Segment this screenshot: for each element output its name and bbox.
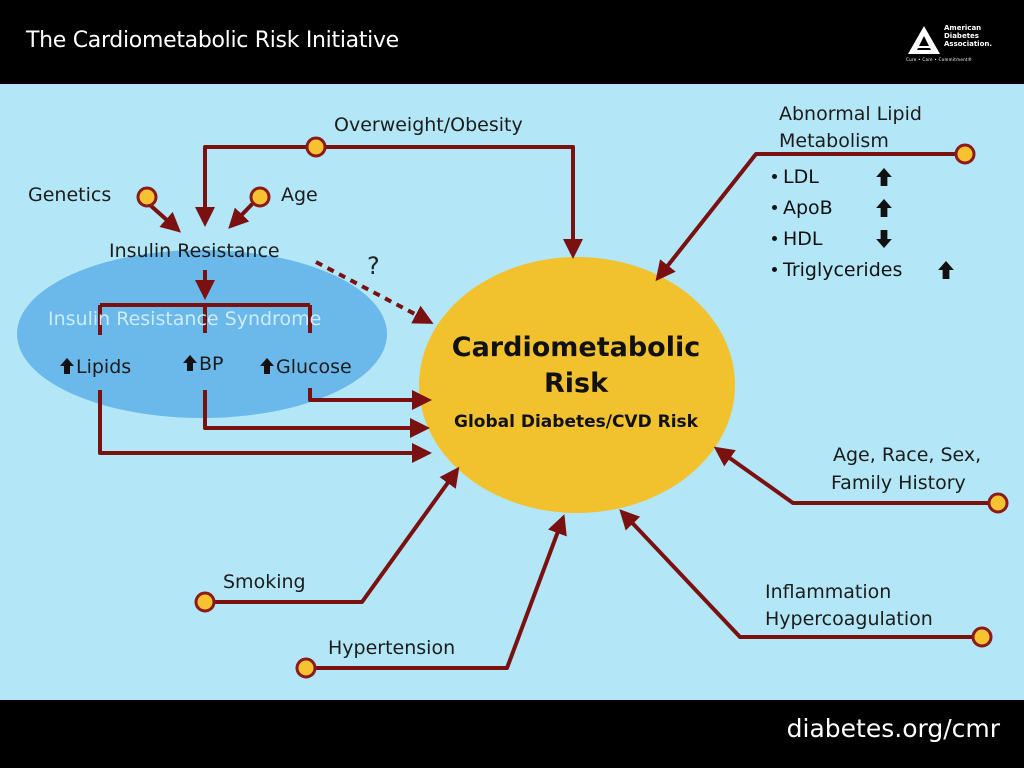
lipid-item-hdl: HDL	[772, 228, 823, 250]
center-ellipse	[419, 257, 735, 513]
logo-name: American Diabetes Association.	[944, 24, 993, 48]
label-insulin-resistance: Insulin Resistance	[109, 240, 280, 262]
connector-overweight-insulin	[195, 145, 316, 227]
connector-inflammation-risk	[619, 509, 980, 639]
connector-dashed-insulin-risk	[315, 260, 434, 324]
label-syndrome: Insulin Resistance Syndrome	[48, 308, 322, 330]
page-title: The Cardiometabolic Risk Initiative	[26, 28, 399, 53]
center-title: Cardiometabolic Risk	[451, 332, 701, 399]
up-arrow-icon	[876, 168, 892, 186]
up-arrow-icon	[938, 261, 954, 279]
connector-hypertension-risk	[306, 514, 567, 670]
label-smoking: Smoking	[223, 571, 306, 593]
up-arrow-icon	[876, 199, 892, 217]
label-overweight: Overweight/Obesity	[334, 114, 523, 136]
node-dot-overweight	[305, 136, 327, 158]
label-genetics: Genetics	[28, 184, 112, 206]
footer-bar: diabetes.org/cmr	[0, 700, 1024, 768]
node-dot-hypertension	[295, 657, 317, 679]
ada-logo: American Diabetes Association. Cure • Ca…	[906, 20, 1006, 68]
footer-url: diabetes.org/cmr	[786, 714, 1000, 743]
triangle-logo-icon	[908, 26, 940, 54]
label-demographics-1: Age, Race, Sex,	[833, 444, 982, 466]
connector-smoking-risk	[205, 466, 460, 604]
connector-glucose-risk	[308, 388, 432, 410]
lipid-item-ldl: LDL	[772, 166, 819, 188]
node-dot-smoking	[194, 591, 216, 613]
connector-bp-risk	[203, 390, 430, 438]
down-arrow-icon	[876, 230, 892, 248]
label-inflammation-2: Hypercoagulation	[765, 608, 933, 630]
syndrome-ellipse	[17, 250, 387, 418]
up-arrow-icon	[183, 355, 197, 371]
logo-tagline: Cure • Care • Commitment®	[906, 57, 973, 62]
label-demographics-2: Family History	[831, 472, 966, 494]
node-dot-inflammation	[971, 626, 993, 648]
node-dot-age	[249, 186, 271, 208]
label-lipids: Lipids	[60, 355, 131, 379]
label-abnormal-lipid-2: Metabolism	[779, 130, 889, 152]
node-dot-lipidmeta	[954, 143, 976, 165]
connector-demographics-risk	[713, 446, 996, 505]
label-inflammation-1: Inflammation	[765, 581, 892, 603]
diagram-svg	[17, 136, 1009, 679]
diagram-area: Overweight/Obesity Genetics Age Insulin …	[0, 84, 1024, 700]
up-arrow-icon	[260, 358, 274, 374]
node-dot-demographics	[987, 492, 1009, 514]
node-dot-genetics	[136, 186, 158, 208]
connector-genetics	[148, 203, 181, 233]
label-hypertension: Hypertension	[328, 637, 456, 659]
center-subtitle: Global Diabetes/CVD Risk	[454, 412, 698, 432]
lipid-item-triglycerides: Triglycerides	[772, 259, 902, 281]
label-question: ?	[367, 252, 380, 280]
label-glucose: Glucose	[260, 355, 352, 379]
label-abnormal-lipid-1: Abnormal Lipid	[779, 103, 922, 125]
connector-overweight-risk	[316, 145, 583, 259]
header-bar: The Cardiometabolic Risk Initiative Amer…	[0, 0, 1024, 84]
lipid-item-apob: ApoB	[772, 197, 833, 219]
connector-lipids-risk	[98, 390, 432, 463]
label-age: Age	[281, 184, 318, 206]
up-arrow-icon	[60, 358, 74, 374]
connector-lipidmeta-risk	[655, 152, 963, 282]
label-bp: BP	[183, 352, 224, 376]
